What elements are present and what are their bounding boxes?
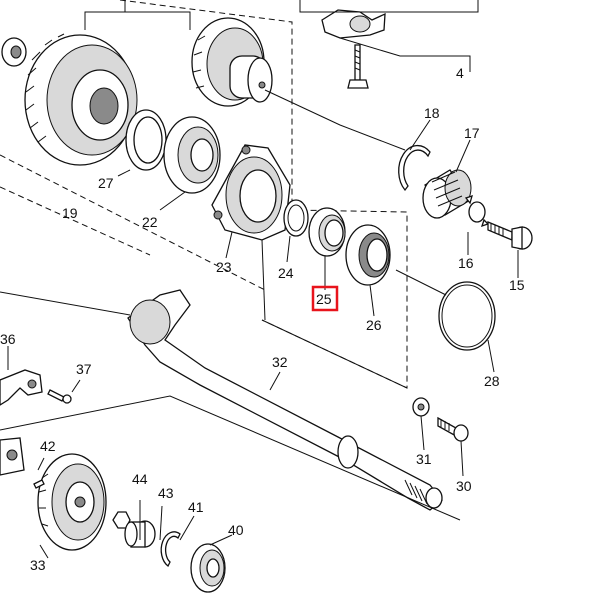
label-19: 19 bbox=[62, 205, 78, 221]
label-17: 17 bbox=[464, 125, 480, 141]
label-42: 42 bbox=[40, 438, 56, 454]
label-32: 32 bbox=[272, 354, 288, 370]
label-4: 4 bbox=[456, 65, 464, 81]
part-33-gear bbox=[37, 453, 107, 551]
label-36: 36 bbox=[0, 331, 16, 347]
part-25-race bbox=[308, 207, 346, 257]
assembly-dashed-outline bbox=[0, 0, 408, 389]
label-15: 15 bbox=[509, 277, 525, 293]
part-24-o-ring-inner bbox=[287, 204, 305, 232]
pinion-gear bbox=[191, 17, 273, 107]
label-30: 30 bbox=[456, 478, 472, 494]
part-18-circlip bbox=[398, 144, 431, 192]
part-37-screw bbox=[47, 389, 72, 404]
label-27: 27 bbox=[98, 175, 114, 191]
label-31: 31 bbox=[416, 451, 432, 467]
part-30-bolt bbox=[437, 416, 469, 442]
label-44: 44 bbox=[132, 471, 148, 487]
label-23: 23 bbox=[216, 259, 232, 275]
label-28: 28 bbox=[484, 373, 500, 389]
label-41: 41 bbox=[188, 499, 204, 515]
label-25: 25 bbox=[316, 291, 332, 307]
part-22-bearing bbox=[163, 116, 221, 194]
part-32-shaft bbox=[127, 289, 443, 511]
large-gear bbox=[24, 33, 138, 166]
highlight-box-25 bbox=[311, 285, 339, 312]
label-26: 26 bbox=[366, 317, 382, 333]
label-24: 24 bbox=[278, 265, 294, 281]
label-22: 22 bbox=[142, 214, 158, 230]
part-17-needle-bearing bbox=[422, 169, 472, 219]
leader-lines bbox=[0, 0, 519, 559]
part-31-washer bbox=[412, 397, 430, 417]
label-18: 18 bbox=[424, 105, 440, 121]
part-41-circlip bbox=[160, 531, 181, 567]
part-28-o-ring bbox=[438, 281, 496, 351]
part-15-bolt bbox=[487, 221, 533, 250]
part-26-oil-seal bbox=[345, 224, 391, 286]
part-42-pin bbox=[33, 479, 45, 489]
part-4-clamp bbox=[321, 9, 386, 89]
part-23-bearing-housing bbox=[211, 144, 291, 241]
part-28-o-ring-inner bbox=[441, 284, 493, 348]
part-27-circlip bbox=[125, 109, 167, 171]
part-36-arm bbox=[0, 369, 43, 406]
part-40-bearing bbox=[190, 543, 226, 593]
label-37: 37 bbox=[76, 361, 92, 377]
left-sprocket bbox=[0, 437, 25, 476]
part-44-nut bbox=[112, 511, 131, 529]
part-16-lock-washer bbox=[464, 194, 490, 228]
label-43: 43 bbox=[158, 485, 174, 501]
label-16: 16 bbox=[458, 255, 474, 271]
top-left-collar bbox=[1, 37, 27, 67]
label-40: 40 bbox=[228, 522, 244, 538]
label-33: 33 bbox=[30, 557, 46, 573]
